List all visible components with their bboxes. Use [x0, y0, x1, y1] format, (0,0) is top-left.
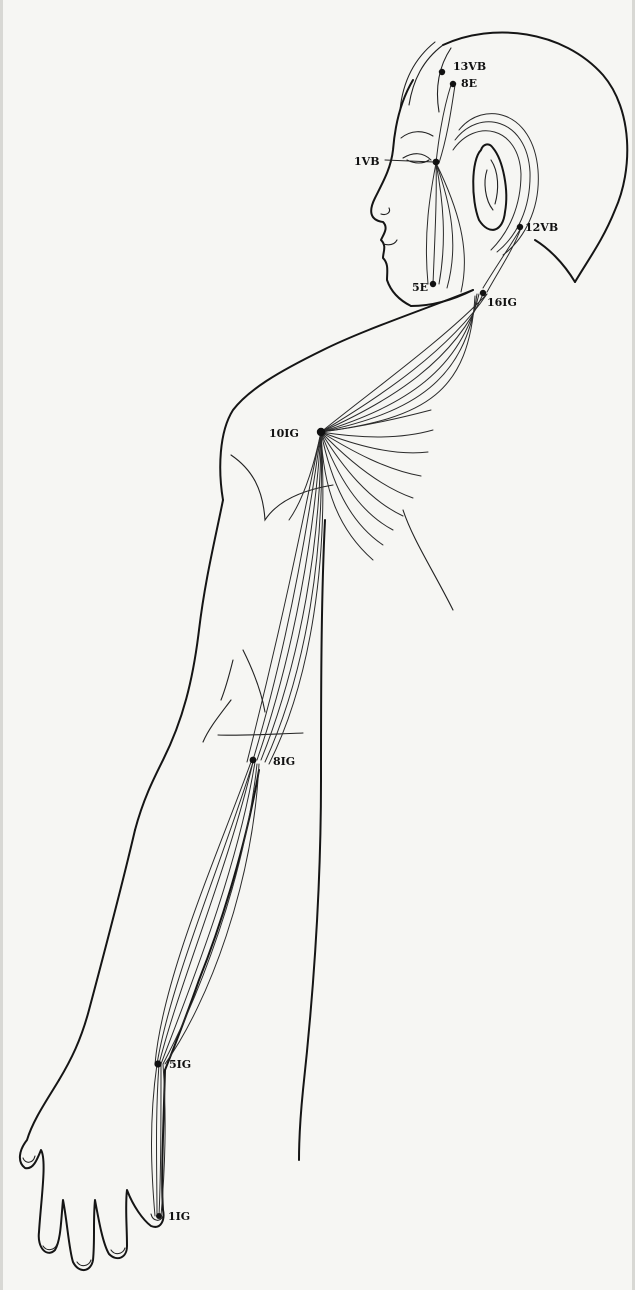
meridian-line-10 — [321, 294, 487, 432]
point-10ig — [317, 428, 325, 436]
point-13vb — [439, 69, 445, 75]
meridian-line-40 — [159, 1064, 161, 1216]
label-1ig: 1IG — [168, 1210, 190, 1223]
meridian-line-8 — [487, 228, 521, 292]
meridian-line-1 — [426, 163, 436, 284]
ear-arc-3 — [453, 131, 521, 250]
fingernail-3 — [77, 1260, 91, 1266]
label-8ig: 8IG — [273, 755, 295, 768]
fingernail-4 — [111, 1248, 125, 1254]
eyebrow — [401, 132, 433, 138]
point-8e — [450, 81, 456, 87]
label-16ig: 16IG — [487, 296, 517, 309]
nostril — [381, 208, 390, 215]
meridian-line-36 — [165, 764, 259, 1064]
point-5ig — [154, 1060, 161, 1067]
meridian-line-17 — [321, 430, 433, 437]
label-13vb: 13VB — [453, 60, 486, 73]
label-5e: 5E — [412, 281, 428, 294]
upper-arm-outer — [135, 500, 223, 830]
meridian-line-32 — [157, 762, 253, 1064]
hand-outline — [20, 1070, 165, 1270]
meridian-line-12 — [321, 294, 483, 432]
mouth — [383, 240, 397, 245]
meridian-line-18 — [321, 432, 428, 453]
meridian-line-13 — [321, 294, 479, 432]
fingernail-1 — [23, 1156, 35, 1162]
label-8e: 8E — [461, 77, 477, 90]
acupuncture-points — [154, 69, 523, 1219]
body-outline — [20, 32, 627, 1270]
forearm-outer — [59, 830, 135, 1080]
meridian-line-23 — [321, 432, 383, 545]
chest-line — [403, 510, 453, 610]
point-labels: 13VB 8E 1VB 12VB 5E 16IG 10IG 8IG 5IG 1I… — [168, 60, 558, 1223]
meridian-line-2 — [433, 163, 436, 284]
meridian-line-39 — [157, 1064, 160, 1216]
label-5ig: 5IG — [169, 1058, 191, 1071]
neck-back — [535, 240, 575, 282]
point-8ig — [250, 757, 257, 764]
meridian-line-14 — [321, 294, 477, 432]
point-16ig — [480, 290, 486, 296]
hairline — [400, 42, 451, 112]
point-1ig — [156, 1213, 162, 1219]
face-profile — [371, 80, 413, 306]
meridian-line-25 — [289, 432, 321, 520]
meridian-line-11 — [321, 294, 487, 432]
label-10ig: 10IG — [269, 427, 299, 440]
point-12vb — [517, 224, 523, 230]
label-12vb: 12VB — [525, 221, 558, 234]
point-5e — [430, 281, 436, 287]
meridian-figure: 13VB 8E 1VB 12VB 5E 16IG 10IG 8IG 5IG 1I… — [3, 0, 635, 1290]
ear-inner — [485, 160, 498, 210]
forearm-inner — [165, 770, 259, 1070]
label-1vb: 1VB — [354, 155, 380, 168]
meridian-line-35 — [163, 764, 257, 1064]
ear-outer — [473, 144, 506, 229]
meridian-line-37 — [155, 762, 251, 1064]
meridian-lines — [152, 85, 522, 1216]
meridian-line-33 — [159, 762, 253, 1064]
